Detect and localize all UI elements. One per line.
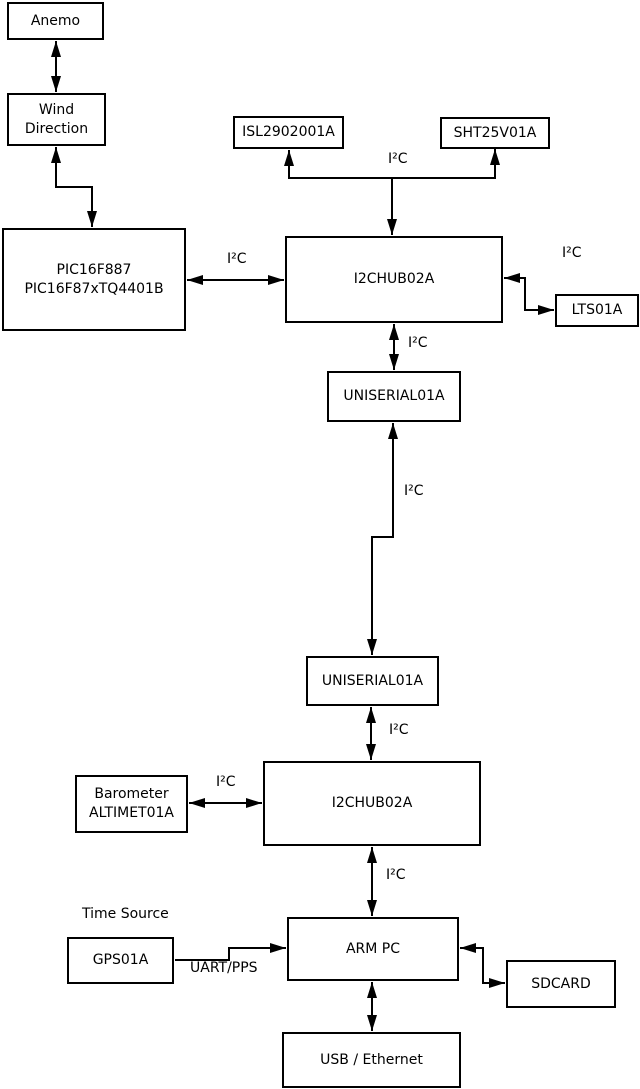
label-time-source: Time Source	[82, 906, 169, 922]
node-gps01a: GPS01A	[67, 937, 174, 984]
label-i2c-uniserial2-hub2: I²C	[389, 722, 409, 738]
label-i2c-hub2-armpc: I²C	[386, 867, 406, 883]
node-pic16f887: PIC16F887 PIC16F87xTQ4401B	[2, 228, 186, 331]
label-i2c-pic-hub1: I²C	[227, 251, 247, 267]
node-i2chub02a-1: I2CHUB02A	[285, 236, 503, 323]
node-wind-direction: Wind Direction	[7, 93, 106, 146]
node-sht25v01a: SHT25V01A	[440, 117, 550, 149]
node-i2chub02a-2: I2CHUB02A	[263, 761, 481, 846]
edge-armpc-sdcard	[460, 943, 505, 988]
edge-uniserial1-uniserial2	[367, 423, 398, 655]
edge-gps-armpc	[175, 943, 286, 961]
label-i2c-sensor-branch: I²C	[388, 151, 408, 167]
label-i2c-uniserial-link: I²C	[404, 483, 424, 499]
node-usb-ethernet: USB / Ethernet	[282, 1032, 461, 1088]
node-lts01a: LTS01A	[555, 294, 639, 327]
node-barometer-altimet01a: Barometer ALTIMET01A	[75, 775, 188, 833]
label-i2c-hub1-lts: I²C	[562, 245, 582, 261]
edge-wind-pic	[51, 147, 97, 227]
edge-hub1-lts	[504, 273, 554, 315]
node-arm-pc: ARM PC	[287, 917, 459, 981]
label-i2c-barometer-hub2: I²C	[216, 774, 236, 790]
node-uniserial01a-2: UNISERIAL01A	[306, 656, 439, 706]
node-anemo: Anemo	[7, 2, 104, 40]
node-sdcard: SDCARD	[506, 960, 616, 1008]
label-i2c-hub1-uniserial1: I²C	[408, 335, 428, 351]
node-isl2902001a: ISL2902001A	[233, 116, 344, 149]
label-uart-pps: UART/PPS	[190, 960, 258, 976]
node-uniserial01a-1: UNISERIAL01A	[327, 371, 461, 422]
